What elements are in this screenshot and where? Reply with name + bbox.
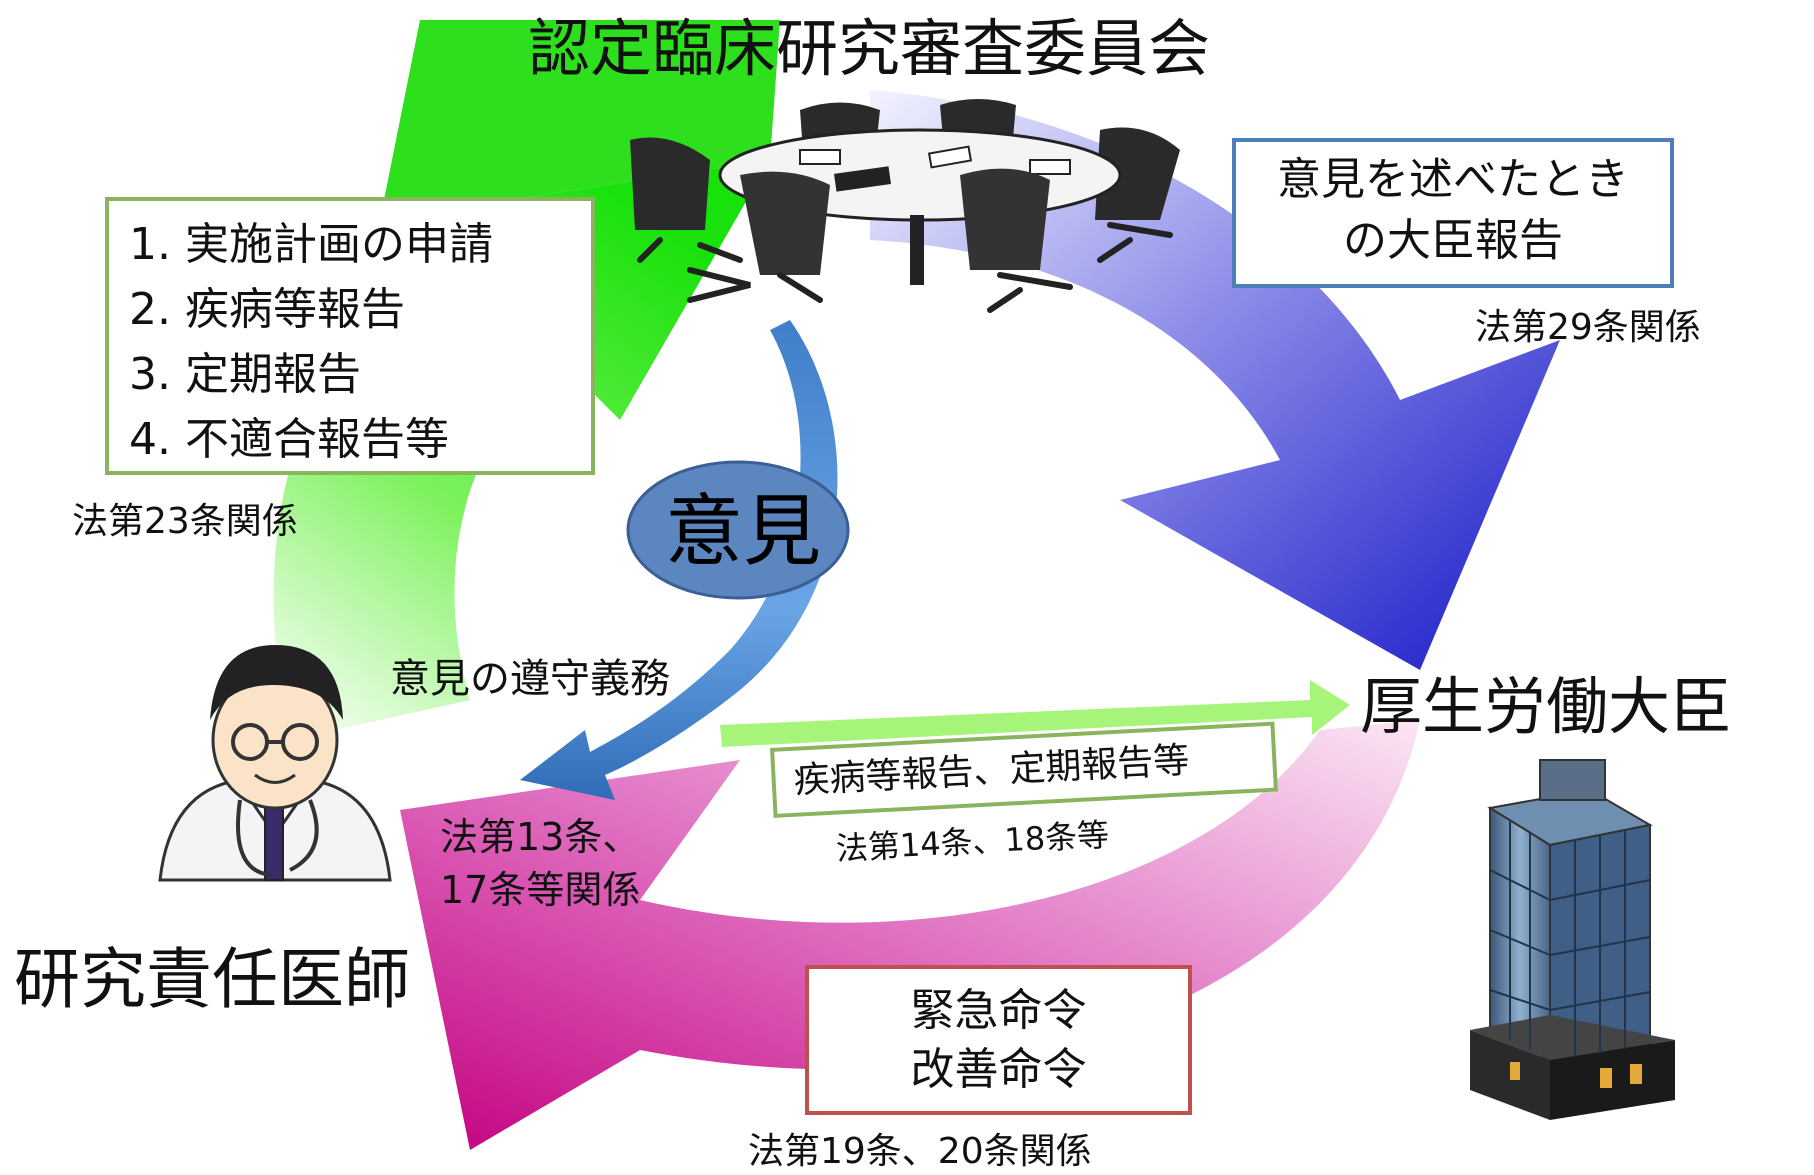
orders-line-1: 緊急命令 <box>910 985 1087 1036</box>
meeting-table-icon <box>630 99 1180 313</box>
opinion-arrow <box>520 320 838 800</box>
minister-report-box: 意見を述べたとき の大臣報告 <box>1232 138 1674 288</box>
minister-report-line-2: の大臣報告 <box>1343 215 1563 266</box>
submission-item-1: 1. 実施計画の申請 <box>129 219 493 270</box>
opinion-label: 意見 <box>665 487 822 577</box>
minister-report-law: 法第29条関係 <box>1475 307 1701 348</box>
direct-report-arrow <box>720 680 1350 747</box>
doctor-icon <box>158 645 392 882</box>
orders-law: 法第19条、20条関係 <box>748 1131 1092 1172</box>
submission-item-4: 4. 不適合報告等 <box>129 414 449 465</box>
orders-box: 緊急命令 改善命令 <box>805 965 1192 1115</box>
committee-title: 認定臨床研究審査委員会 <box>528 12 1211 85</box>
investigator-title: 研究責任医師 <box>14 941 410 1018</box>
minister-report-line-1: 意見を述べたとき <box>1277 154 1629 205</box>
opinion-ellipse <box>626 460 850 600</box>
minister-title: 厚生労働大臣 <box>1360 670 1733 743</box>
direct-report-text: 疾病等報告、定期報告等 <box>792 740 1191 802</box>
magenta-cycle-arrow <box>400 720 1420 1150</box>
submissions-box: 1. 実施計画の申請 2. 疾病等報告 3. 定期報告 4. 不適合報告等 <box>105 197 595 475</box>
submission-item-2: 2. 疾病等報告 <box>129 284 405 335</box>
submission-item-3: 3. 定期報告 <box>129 349 361 400</box>
compliance-law-line-2: 17条等関係 <box>440 868 641 912</box>
office-building-icon <box>1470 759 1675 1120</box>
submissions-law: 法第23条関係 <box>72 501 298 542</box>
compliance-label: 意見の遵守義務 <box>390 656 670 702</box>
orders-line-2: 改善命令 <box>910 1044 1087 1095</box>
compliance-law-line-1: 法第13条、 <box>440 815 641 859</box>
